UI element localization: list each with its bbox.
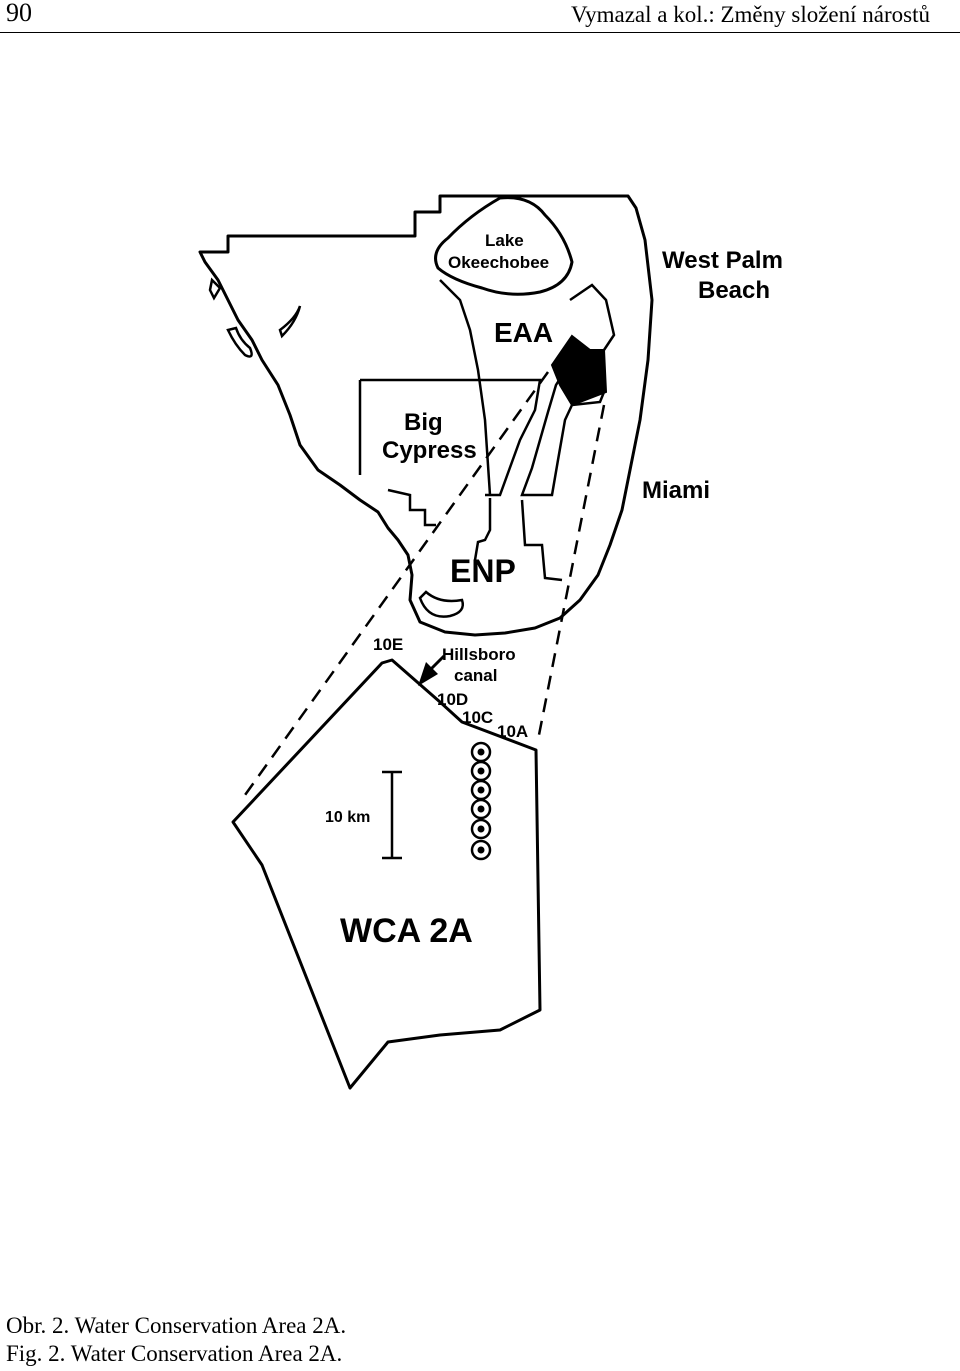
- label-canal: canal: [454, 666, 497, 685]
- label-scale: 10 km: [325, 809, 370, 826]
- page-number: 90: [6, 0, 32, 27]
- label-10d: 10D: [437, 690, 468, 709]
- canal-arrowhead: [418, 662, 438, 686]
- label-lake: Lake: [485, 231, 524, 250]
- label-hillsboro: Hillsboro: [442, 645, 516, 664]
- label-enp: ENP: [450, 553, 516, 589]
- label-10c: 10C: [462, 708, 493, 727]
- coast-bay-1: [208, 277, 222, 301]
- sampling-station-dots: [477, 748, 485, 854]
- wca-2a-outline: [231, 658, 542, 1090]
- map-figure: Lake Okeechobee West Palm Beach EAA Big …: [198, 194, 783, 1090]
- label-10a: 10A: [497, 722, 528, 741]
- florida-bay: [418, 590, 464, 618]
- wca-2a-highlight: [550, 334, 608, 407]
- figure-caption-english: Fig. 2. Water Conservation Area 2A.: [6, 1341, 343, 1366]
- label-big: Big: [404, 409, 443, 436]
- sampling-stations: [470, 741, 492, 861]
- label-okeechobee: Okeechobee: [448, 253, 549, 272]
- label-west-palm: West Palm: [662, 247, 783, 274]
- label-cypress: Cypress: [382, 437, 477, 464]
- projection-lines: [243, 371, 606, 796]
- enp-boundary: [473, 498, 563, 582]
- figure-caption-czech: Obr. 2. Water Conservation Area 2A.: [6, 1313, 347, 1338]
- label-10e: 10E: [373, 635, 403, 654]
- lake-okeechobee: [434, 196, 574, 296]
- label-miami: Miami: [642, 477, 710, 504]
- label-wca-2a: WCA 2A: [340, 912, 473, 950]
- scale-bar: [382, 770, 402, 860]
- sampling-station: [470, 798, 492, 820]
- page-header: 90 Vymazal a kol.: Změny složení nárostů: [0, 0, 960, 33]
- label-beach: Beach: [698, 277, 770, 304]
- wca-boundary: [520, 283, 616, 497]
- coast-bay-2: [226, 326, 253, 358]
- coast-bay-3: [278, 305, 302, 339]
- sampling-station: [470, 818, 492, 840]
- running-head: Vymazal a kol.: Změny složení nárostů: [571, 2, 930, 27]
- label-eaa: EAA: [494, 317, 553, 348]
- florida-outline: [198, 194, 654, 637]
- big-cypress-boundary: [358, 378, 542, 527]
- sampling-station: [470, 839, 492, 861]
- eaa-boundary: [439, 279, 492, 496]
